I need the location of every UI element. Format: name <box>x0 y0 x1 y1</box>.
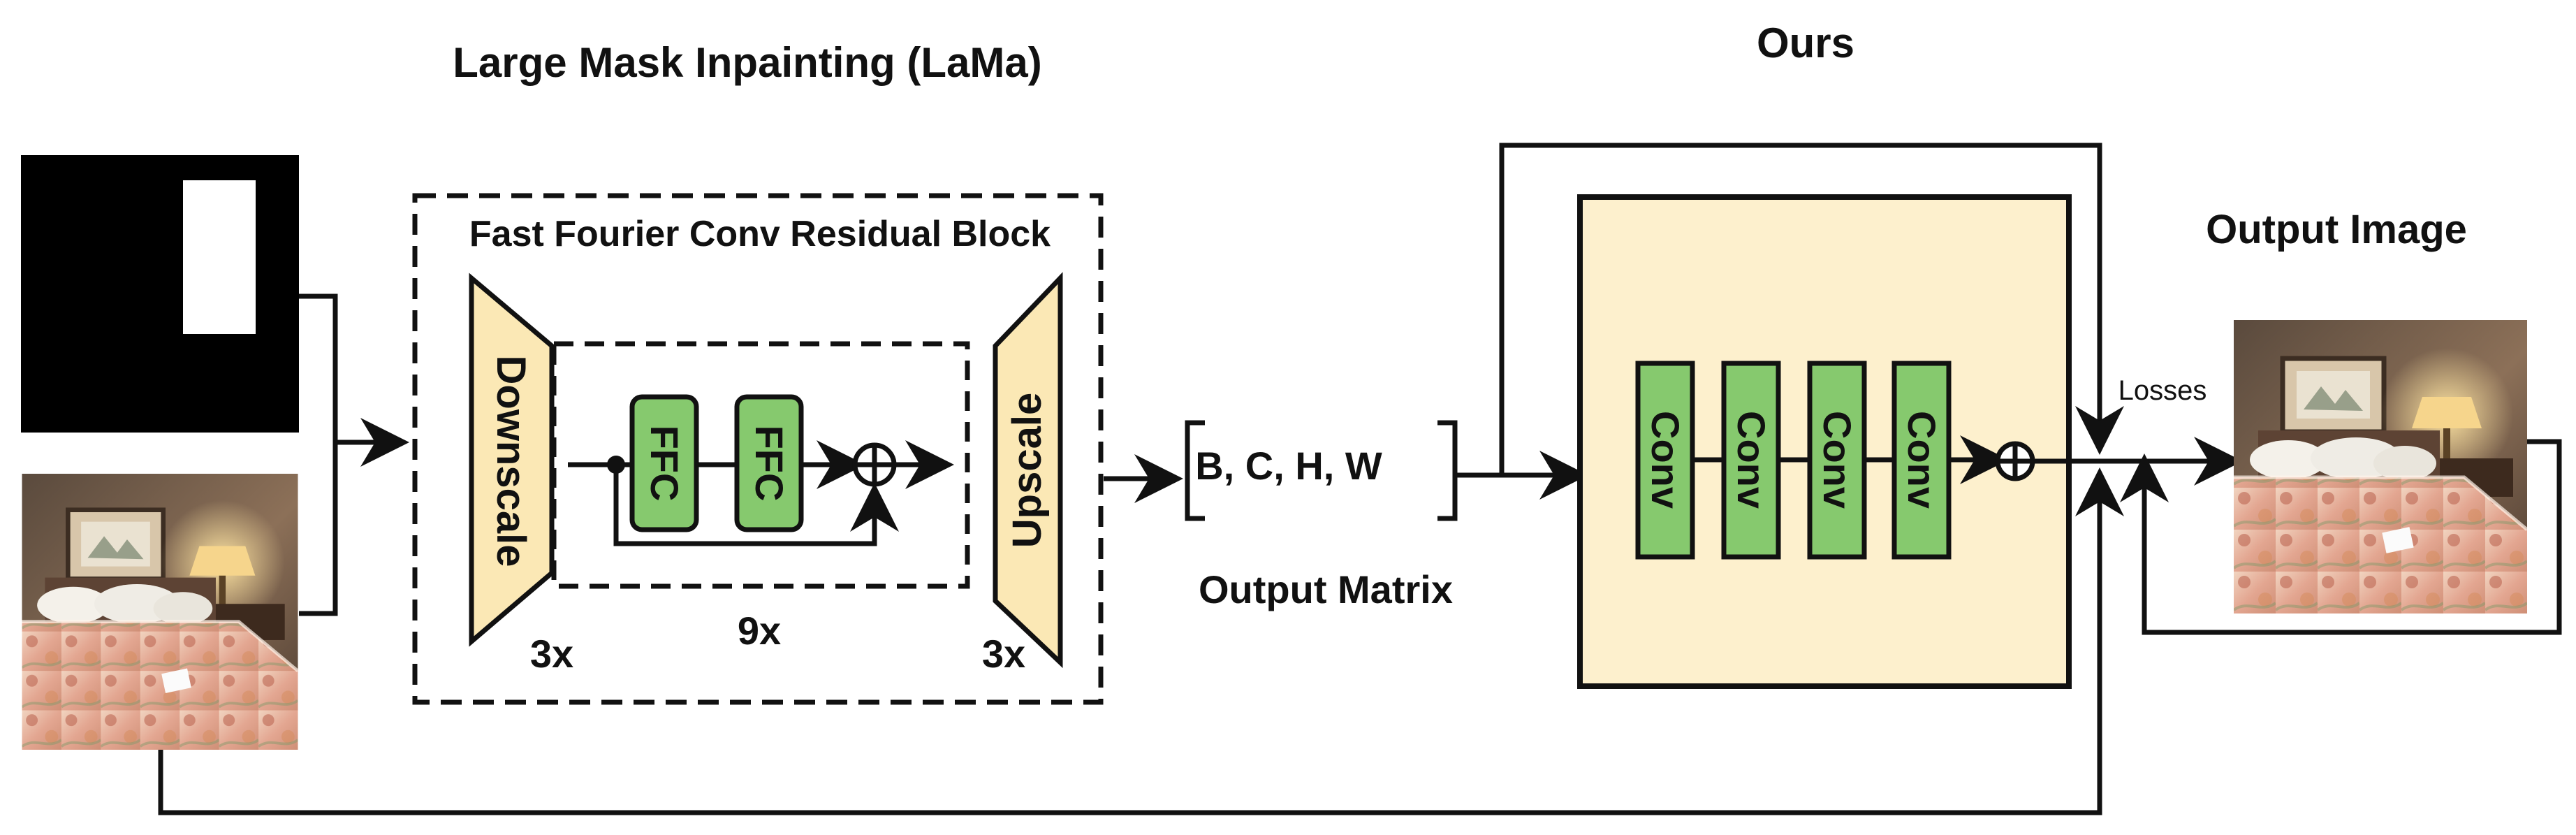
input-mask-image <box>21 155 299 433</box>
ffc-block-1-label: FFC <box>643 426 687 502</box>
upscale-label: Upscale <box>1004 393 1050 548</box>
upscale-multiplier: 3x <box>982 632 1025 676</box>
output-image-title: Output Image <box>2206 207 2467 252</box>
ours-sum-icon <box>1995 441 2035 481</box>
ours-skip-connector <box>1499 143 2124 475</box>
conv-block-4-label: Conv <box>1900 411 1944 509</box>
output-matrix-title: Output Matrix <box>1199 567 1453 611</box>
ours-title: Ours <box>1757 20 1854 66</box>
residual-sum-icon <box>852 442 897 487</box>
input-photo-image <box>22 474 298 750</box>
output-image <box>2234 320 2527 613</box>
ffc-block-title: Fast Fourier Conv Residual Block <box>469 214 1051 254</box>
ffc-inner-repeat-box <box>551 341 970 589</box>
downscale-label: Downscale <box>488 356 534 567</box>
ffc-multiplier: 9x <box>738 609 781 653</box>
conv-block-1-label: Conv <box>1644 411 1688 509</box>
input-merge-connector <box>299 293 338 616</box>
upscale-block <box>993 272 1063 669</box>
conv-block-3 <box>1807 361 1867 560</box>
conv-block-4 <box>1891 361 1952 560</box>
lama-title: Large Mask Inpainting (LaMa) <box>453 39 1041 86</box>
matrix-left-bracket <box>1185 420 1205 521</box>
losses-label: Losses <box>2118 375 2207 406</box>
ffc-residual-block <box>412 193 1104 705</box>
conv-block-3-label: Conv <box>1815 411 1859 509</box>
input-skip-connector <box>158 467 2124 815</box>
output-feedback-connector <box>2120 439 2562 635</box>
matrix-right-bracket <box>1437 420 1458 521</box>
ffc-block-2-label: FFC <box>747 426 791 502</box>
downscale-multiplier: 3x <box>530 632 573 676</box>
residual-skip-connector <box>613 465 899 546</box>
matrix-dims: B, C, H, W <box>1195 444 1382 488</box>
conv-block-2-label: Conv <box>1729 411 1773 509</box>
